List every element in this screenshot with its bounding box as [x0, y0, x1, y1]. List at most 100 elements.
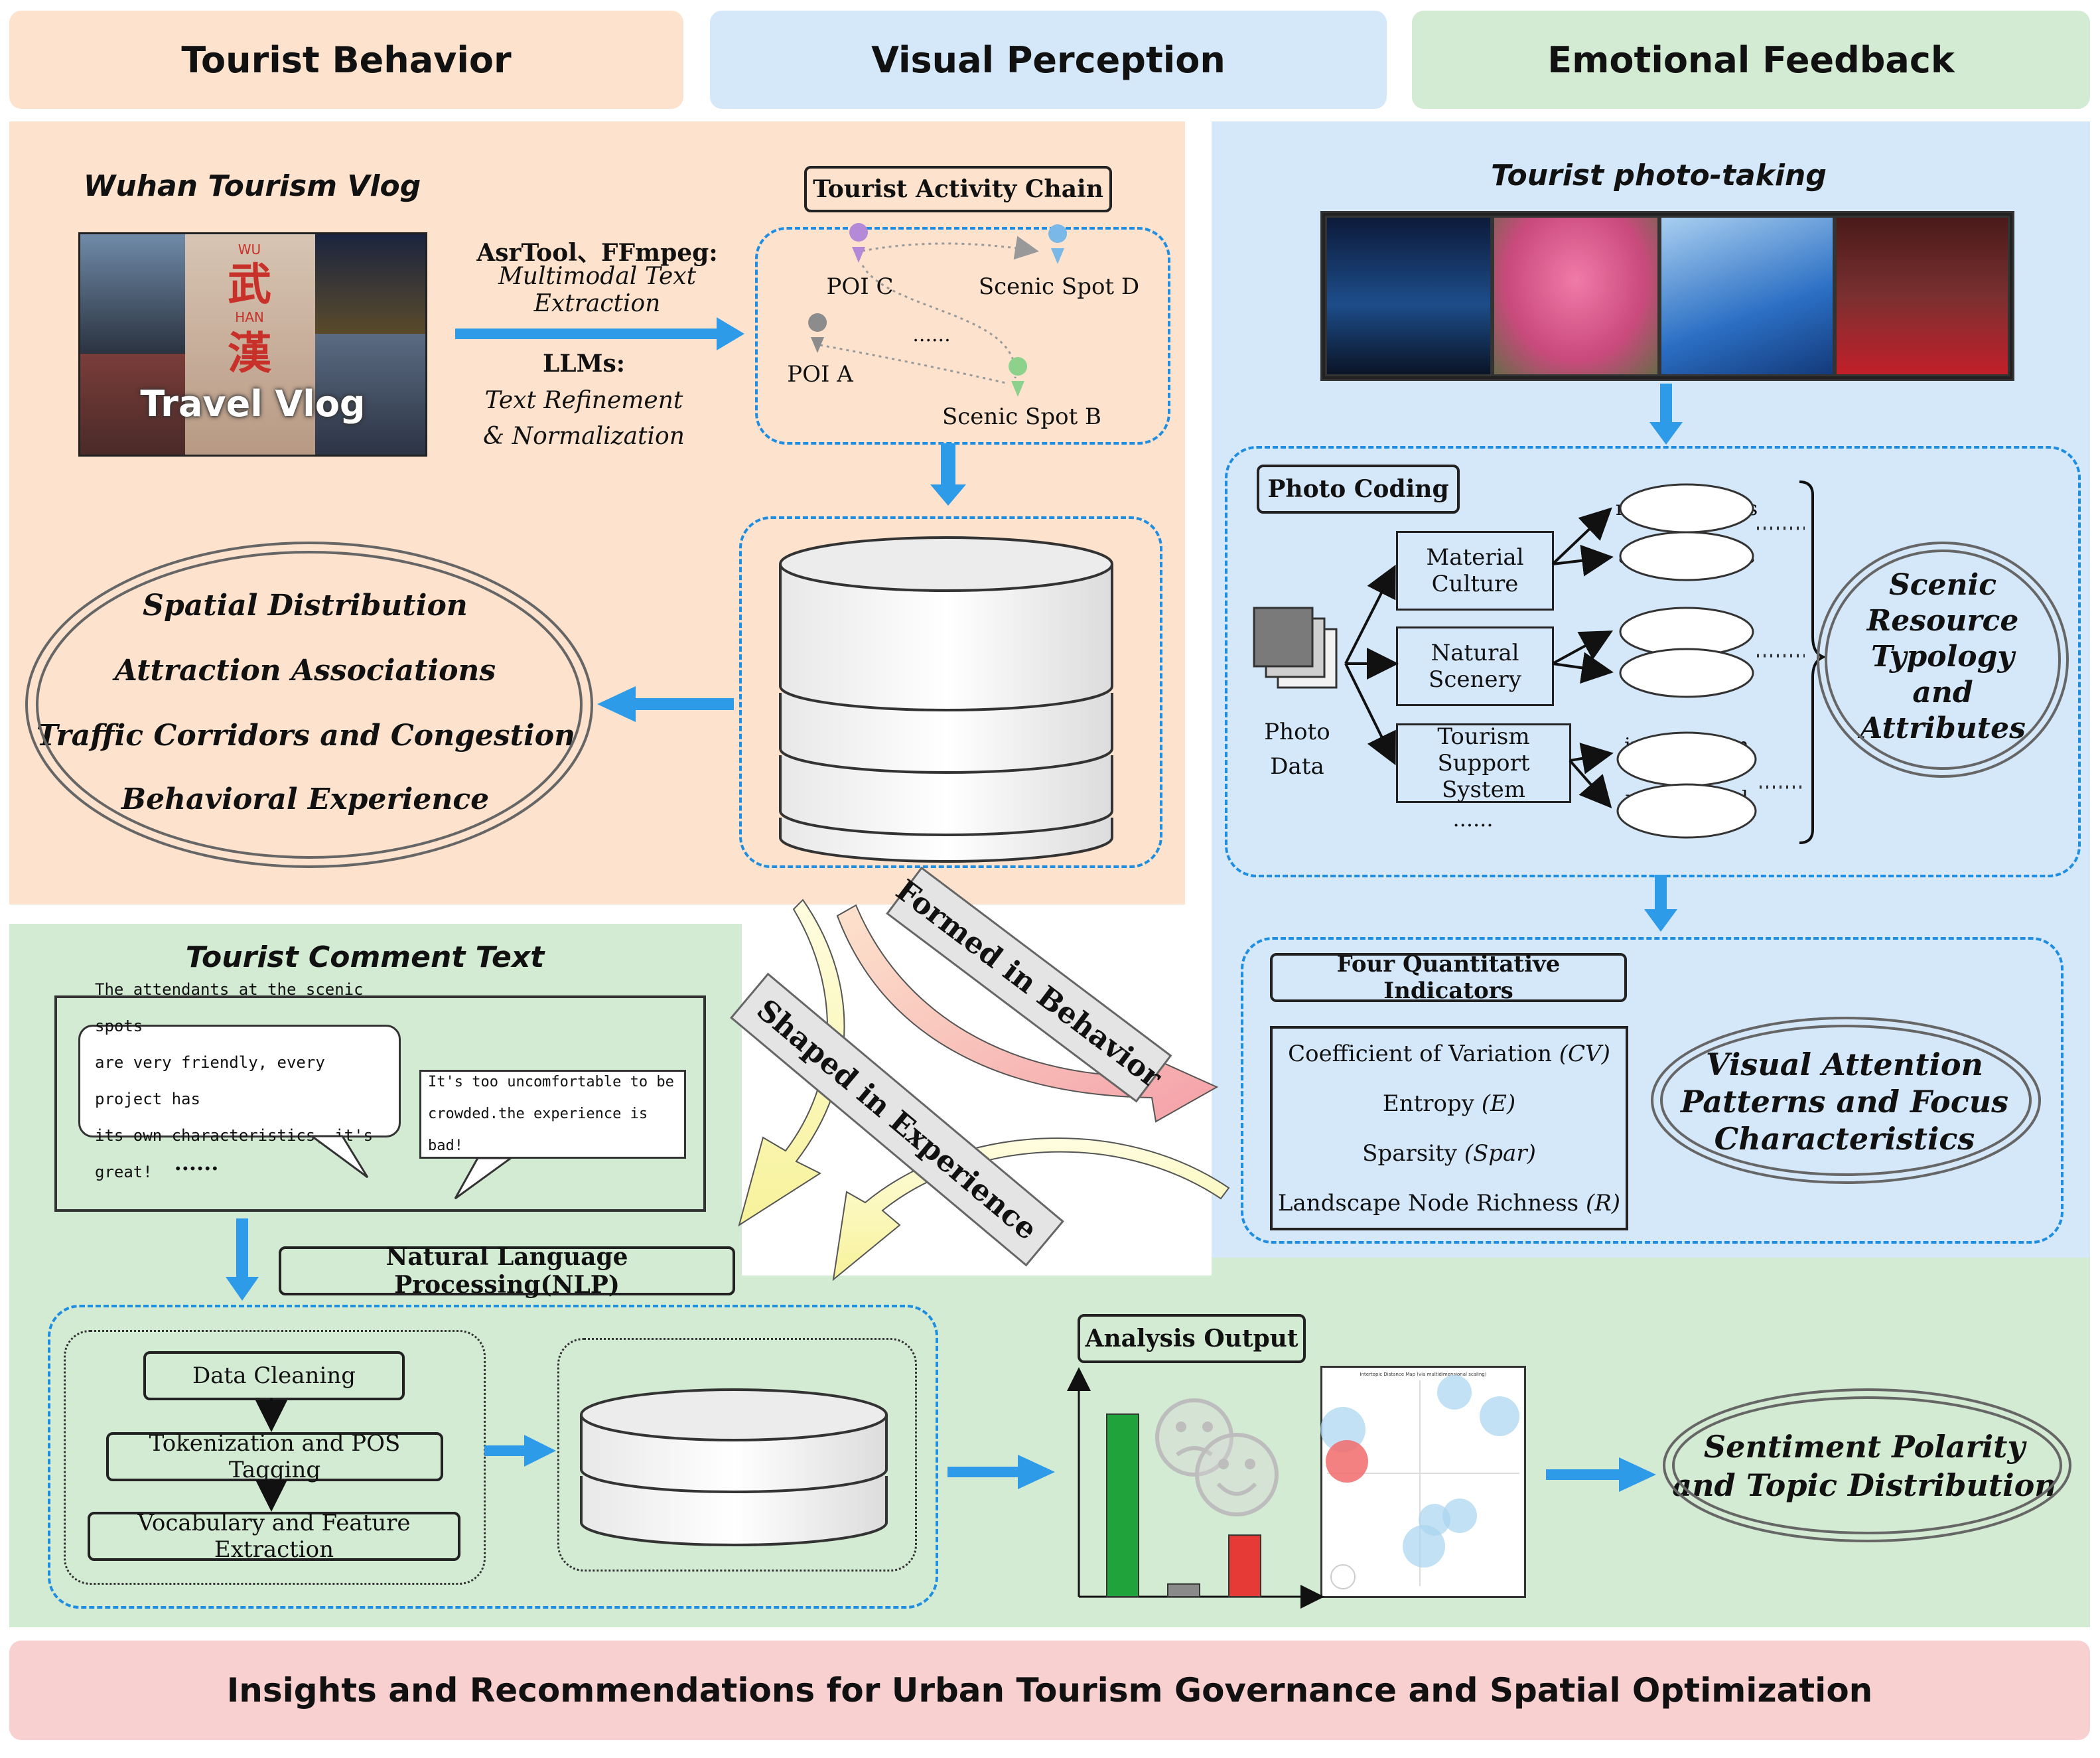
result-line2: and Topic Distribution: [1672, 1467, 2057, 1503]
header-visual-perception: Visual Perception: [710, 11, 1387, 109]
activity-chain-title: Tourist Activity Chain: [804, 166, 1112, 212]
sub-intro-line2: board: [1657, 760, 1716, 784]
outcome-behavioral-experience: Behavioral Experience: [121, 782, 490, 816]
db-layer-kde: Kernel Density Estimation: [796, 615, 1097, 641]
shaped-in-experience-banner: [730, 972, 1064, 1267]
vlog-tile-city: [315, 334, 425, 455]
indicator-richness: Landscape Node Richness (R): [1277, 1189, 1621, 1216]
vlog-han-char: 漢: [228, 328, 271, 379]
typology-line5: Attributes: [1860, 711, 2026, 745]
outcome-attraction-associations: Attraction Associations: [114, 653, 496, 688]
db-sentiment-analysis: Sentiment Analysis: [626, 1440, 847, 1467]
indicators-list: Coefficient of Variation (CV) Entropy (E…: [1270, 1026, 1628, 1230]
header-emotional-feedback: Emotional Feedback: [1412, 11, 2090, 109]
category-natural-line1: Natural: [1431, 640, 1519, 666]
step-tokenization: Tokenization and POS Tagging: [106, 1430, 443, 1483]
chain-poi-a: POI A: [787, 361, 853, 388]
vlog-tile-sign: [185, 234, 315, 455]
extract-desc-label: Multimodal Text Extraction: [498, 263, 697, 317]
nlp-db-frame: [557, 1338, 917, 1572]
category-tourism-line1: Tourism: [1437, 723, 1530, 750]
photo-cherry-blossom: [1492, 216, 1659, 376]
attention-line2: Patterns and Focus: [1680, 1084, 2009, 1120]
shaped-in-experience-text: Shaped in Experience: [750, 993, 1044, 1247]
comment-frame: [54, 995, 706, 1212]
vlog-thumbnail: WU 武 HAN 漢 Travel Vlog: [78, 232, 427, 457]
vlog-tile-clocktower: [315, 234, 425, 334]
step-data-cleaning: Data Cleaning: [143, 1351, 405, 1400]
attention-label: Visual Attention Patterns and Focus Char…: [1659, 1042, 2030, 1161]
nlp-frame: [48, 1305, 938, 1609]
db-layer-cluster: Cluster Analysis: [853, 678, 1039, 705]
sub-waterscape: waterscape: [1628, 661, 1745, 685]
comment-bubble-positive: The attendants at the scenic spots are v…: [78, 980, 401, 1181]
photo-data-line2: Data: [1270, 753, 1324, 780]
sub-ancient-relics: ancient relics: [1618, 544, 1755, 568]
photo-taking-title: Tourist photo-taking: [1491, 158, 1827, 192]
category-natural-line2: Scenery: [1429, 666, 1521, 693]
extract-tools-label: AsrTool、FFmpeg:: [476, 239, 718, 267]
bubble1-line1: The attendants at the scenic spots: [95, 980, 364, 1035]
sub-rec-line1: recreational: [1625, 786, 1748, 810]
db-layer-shortest-path: Shortest Path Analysis: [817, 741, 1076, 767]
vlog-tile-tower: [80, 234, 185, 354]
category-tourism-line2: Support System: [1437, 750, 1530, 803]
bubble1-line3: its own characteristics, it's great!: [95, 1126, 374, 1181]
category-ellipsis: ......: [1452, 806, 1494, 832]
sub-rec-line2: facilities: [1644, 813, 1730, 837]
indicators-frame: [1241, 937, 2064, 1244]
emotion-region-right: [1212, 1258, 2090, 1284]
category-material-line1: Material: [1426, 544, 1524, 571]
typology-line2: Resource: [1866, 604, 2019, 638]
vlog-han-small: HAN: [235, 309, 264, 325]
chain-ellipsis: ......: [912, 323, 951, 346]
comment-text-title: Tourist Comment Text: [185, 940, 545, 974]
mini-map-title: Intertopic Distance Map (via multidimens…: [1360, 1372, 1487, 1377]
category-tourism-support: Tourism Support System: [1396, 723, 1571, 803]
step-feature-extraction: Vocabulary and Feature Extraction: [88, 1510, 460, 1563]
indicator-sparsity: Sparsity (Spar): [1362, 1139, 1536, 1167]
category-material-line2: Culture: [1431, 571, 1519, 597]
typology-line1: Scenic: [1888, 568, 1997, 602]
photo-yellow-crane-tower: [1325, 216, 1492, 376]
typology-line4: and: [1912, 676, 1973, 709]
bubble2-line2: crowded.the experience is bad!: [428, 1106, 648, 1154]
attention-line1: Visual Attention: [1706, 1047, 1983, 1082]
category-natural-scenery: Natural Scenery: [1396, 626, 1554, 706]
outcome-traffic-corridors: Traffic Corridors and Congestion: [36, 718, 576, 753]
typology-line3: Typology: [1871, 640, 2014, 674]
nlp-title: Natural Language Processing(NLP): [279, 1243, 735, 1299]
typology-label: Scenic Resource Typology and Attributes: [1823, 564, 2062, 750]
photo-museum-bells: [1835, 216, 2010, 376]
comment-ellipsis: ......: [174, 1150, 219, 1175]
vlog-caption: Travel Vlog: [140, 382, 366, 425]
outcome-spatial-distribution: Spatial Distribution: [143, 588, 468, 623]
comment-bubble-negative: It's too uncomfortable to be crowded.the…: [419, 1070, 686, 1159]
db-lda-topic-modeling: LDA Topic Modeling: [620, 1501, 853, 1528]
indicator-cv: Coefficient of Variation (CV): [1288, 1040, 1610, 1067]
llm-desc-line2: & Normalization: [483, 422, 685, 450]
footer-insights: Insights and Recommendations for Urban T…: [9, 1641, 2090, 1740]
sub-intro-line1: introduction: [1624, 733, 1749, 757]
llm-title-label: LLMs:: [542, 350, 626, 378]
vlog-tile-street: [80, 354, 185, 455]
header-tourist-behavior: Tourist Behavior: [9, 11, 683, 109]
bubble2-line1: It's too uncomfortable to be: [428, 1074, 674, 1090]
bubble1-line2: are very friendly, every project has: [95, 1053, 325, 1108]
curved-arrow-shaped-yellow-right: [832, 1137, 1230, 1282]
sub-vegetation: vegetation: [1633, 620, 1740, 644]
vlog-wu-char: 武: [228, 259, 271, 310]
llm-desc-line1: Text Refinement: [484, 386, 683, 414]
photo-strip: [1320, 211, 2014, 381]
chain-scenic-b: Scenic Spot B: [942, 403, 1102, 430]
formed-in-behavior-text: Formed in Behavior: [890, 873, 1168, 1095]
vlog-wu-small: WU: [238, 242, 261, 257]
attention-line3: Characteristics: [1714, 1121, 1975, 1157]
indicators-title: Four Quantitative Indicators: [1270, 951, 1627, 1004]
result-line1: Sentiment Polarity: [1703, 1429, 2026, 1465]
chain-poi-c: POI C: [826, 273, 894, 300]
curved-arrow-shaped-yellow-left: [738, 899, 845, 1227]
sub-modern-crafts: modern crafts: [1615, 496, 1758, 520]
indicator-entropy: Entropy (E): [1382, 1090, 1516, 1117]
